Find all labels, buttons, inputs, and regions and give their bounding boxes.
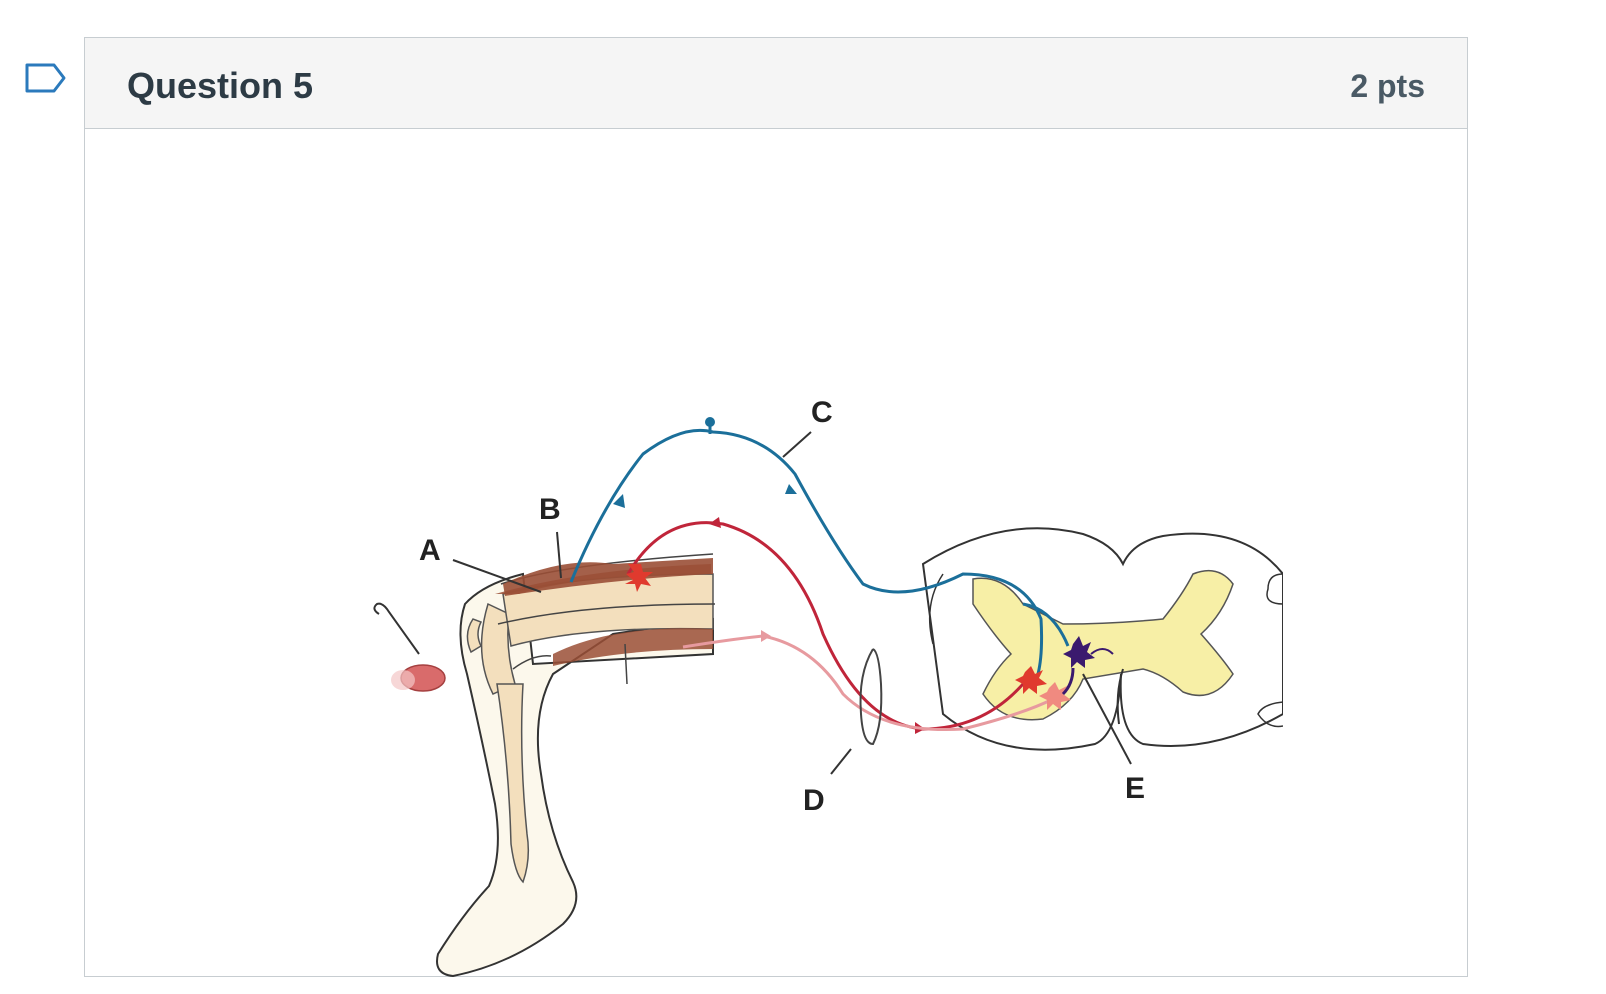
question-body: A B C D E [85,129,1467,977]
label-a: A [419,534,441,567]
spinal-cord-cross-section [923,528,1283,749]
label-d: D [803,784,825,817]
question-title: Question 5 [127,65,313,107]
label-e: E [1125,772,1145,805]
question-card: Question 5 2 pts [84,37,1468,977]
question-header: Question 5 2 pts [85,38,1467,129]
reflex-hammer-icon [374,604,445,691]
leg-illustration [437,554,715,976]
reflex-arc-diagram: A B C D E [283,274,1283,994]
label-b: B [539,493,561,526]
label-c: C [811,396,833,429]
flag-question-icon[interactable] [24,62,68,94]
question-points: 2 pts [1350,68,1425,105]
